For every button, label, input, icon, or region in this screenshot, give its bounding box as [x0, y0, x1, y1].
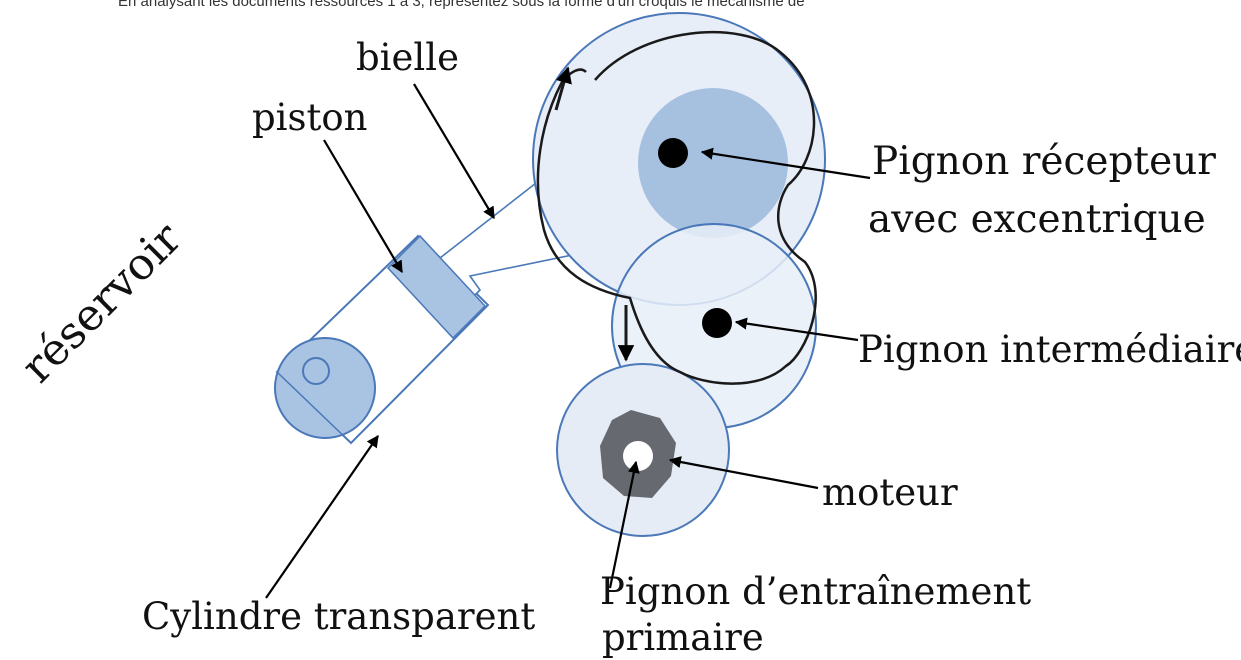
label-pignon-entrainement-1: Pignon d’entraînement — [600, 570, 1031, 613]
cylinder-end-line — [276, 371, 352, 444]
label-cylindre: Cylindre transparent — [142, 595, 535, 638]
label-pignon-recepteur-1: Pignon récepteur — [872, 139, 1216, 184]
rotation-path — [536, 30, 817, 385]
label-reservoir: réservoir — [12, 212, 192, 392]
label-pignon-entrainement-2: primaire — [602, 616, 764, 659]
arrow-pignon-entrainement — [608, 460, 640, 589]
label-pignon-recepteur-2: avec excentrique — [868, 197, 1206, 242]
rotation-arrow-top — [554, 66, 572, 111]
label-bielle: bielle — [356, 36, 459, 79]
arrow-cylindre — [265, 435, 379, 599]
arrow-piston — [323, 139, 403, 274]
piston — [386, 234, 487, 340]
eccentric-disc — [638, 88, 788, 238]
label-pignon-intermediaire: Pignon intermédiaire — [858, 328, 1241, 371]
label-piston: piston — [252, 96, 367, 139]
reservoir-circle — [274, 337, 376, 439]
motor-shaft — [623, 441, 653, 471]
arrow-pignon-recepteur — [700, 147, 871, 180]
reservoir-port — [302, 357, 330, 385]
arrow-moteur — [668, 456, 819, 490]
arrow-bielle — [413, 83, 495, 220]
label-moteur: moteur — [822, 471, 958, 514]
receiver-axle — [658, 138, 688, 168]
arrow-pignon-intermediaire — [734, 317, 859, 342]
intermediate-axle — [702, 308, 732, 338]
header-text: En analysant les documents ressources 1 … — [118, 0, 805, 10]
